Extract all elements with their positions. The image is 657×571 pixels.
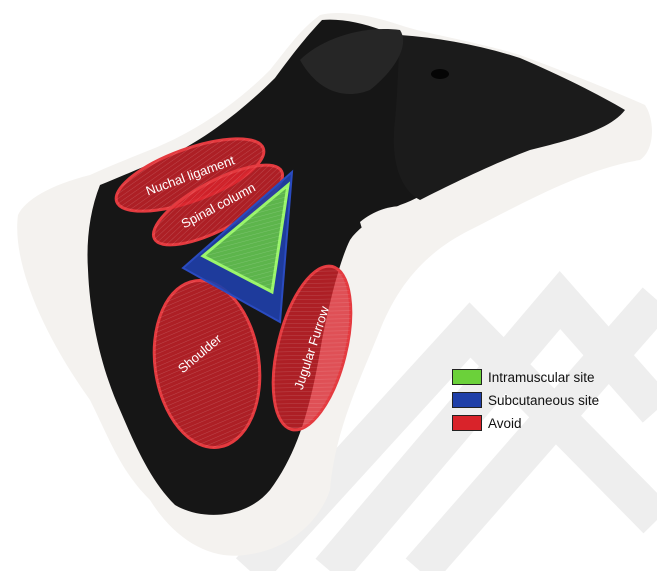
cow-eye bbox=[431, 69, 449, 79]
legend-swatch bbox=[452, 369, 482, 385]
legend-item: Intramuscular site bbox=[452, 366, 652, 388]
legend-label: Avoid bbox=[488, 416, 522, 431]
legend-label: Intramuscular site bbox=[488, 370, 595, 385]
legend-swatch bbox=[452, 415, 482, 431]
legend-item: Subcutaneous site bbox=[452, 389, 652, 411]
legend-swatch bbox=[452, 392, 482, 408]
legend-item: Avoid bbox=[452, 412, 652, 434]
legend: Intramuscular siteSubcutaneous siteAvoid bbox=[452, 366, 652, 435]
legend-label: Subcutaneous site bbox=[488, 393, 599, 408]
